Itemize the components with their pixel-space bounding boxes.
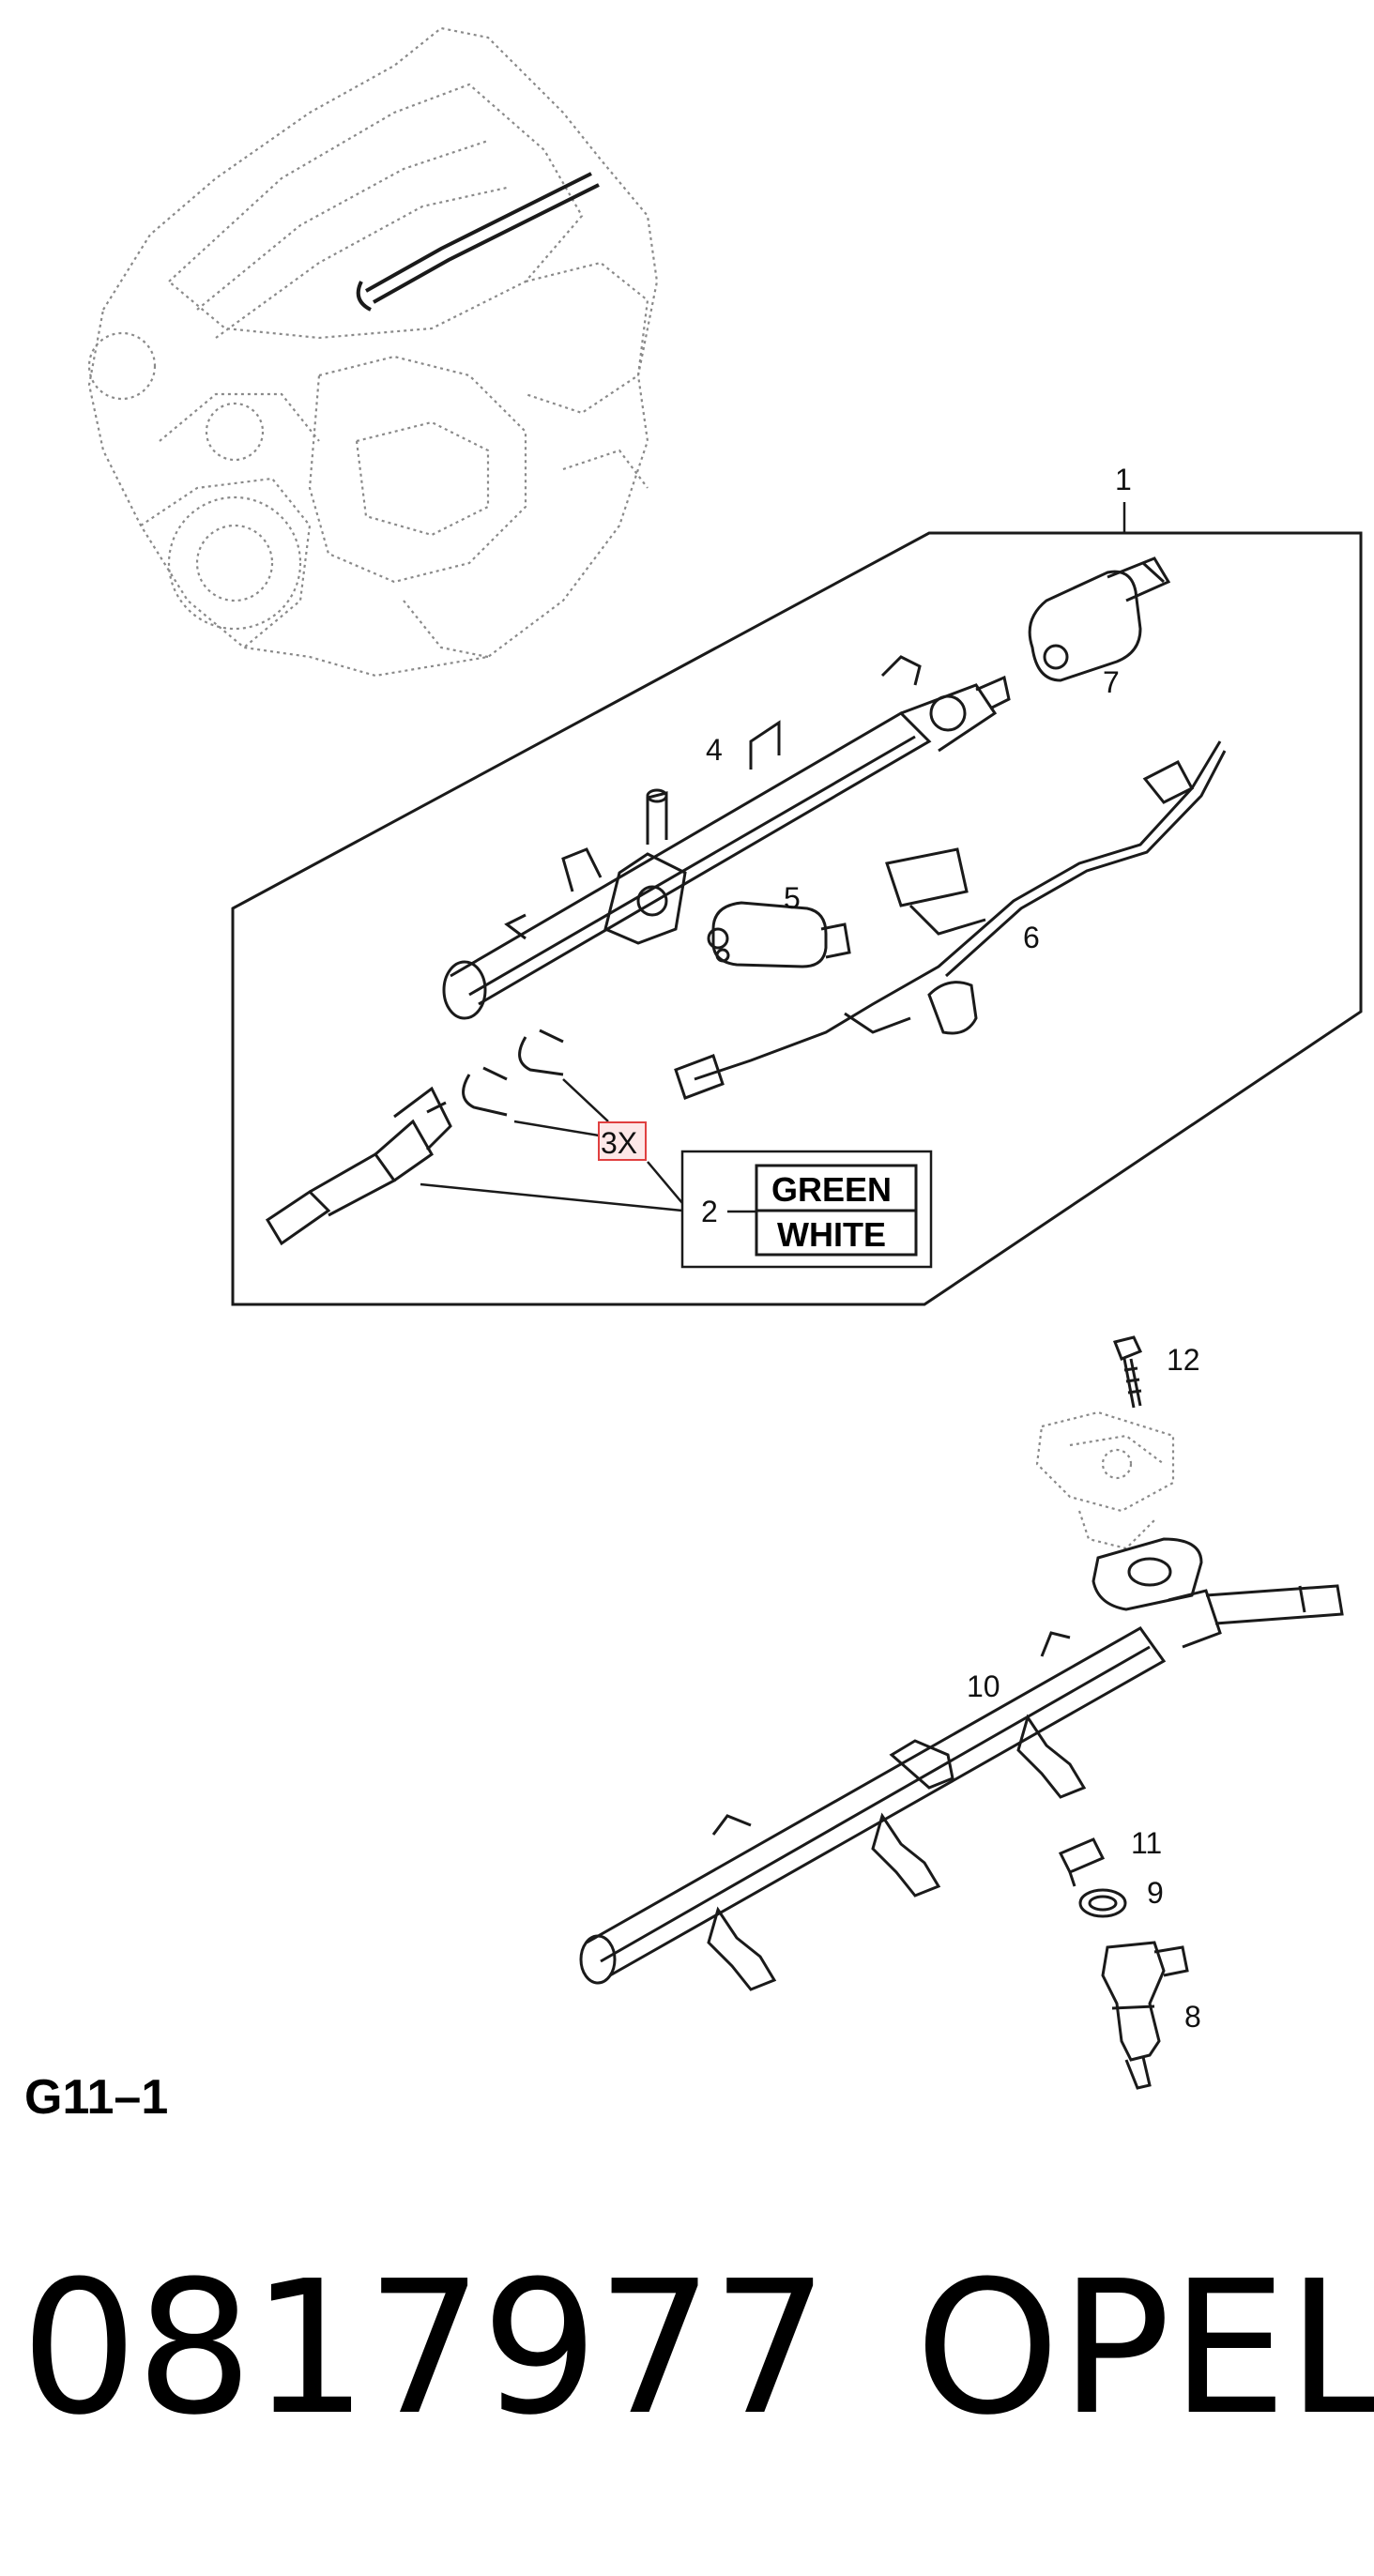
part-4-fuel-rail: 4: [442, 655, 1011, 1020]
part-2-injector: [265, 1086, 452, 1246]
callout-9: 9: [1147, 1876, 1164, 1910]
part-7-sensor: 7: [1028, 556, 1171, 699]
callout-10: 10: [967, 1669, 1000, 1703]
legend-green: GREEN: [771, 1170, 892, 1209]
callout-7: 7: [1103, 665, 1120, 699]
callout-11: 11: [1131, 1826, 1162, 1860]
engine-fuel-rail-highlight: [356, 172, 600, 312]
callout-3x-box: 3X: [598, 1121, 647, 1161]
part-12-bolt: 12: [1112, 1335, 1200, 1409]
color-legend: 2 GREEN WHITE: [680, 1150, 933, 1269]
leader-lines: [420, 1078, 683, 1212]
inset-panel: 1: [231, 463, 1363, 1306]
diagram-reference: G11–1: [24, 2070, 169, 2125]
part-9-o-ring: 9: [1078, 1876, 1164, 1918]
brand-name: OPEL: [915, 2242, 1374, 2456]
callout-2: 2: [701, 1195, 718, 1228]
part-8-injector: 8: [1101, 1941, 1201, 2090]
callout-4: 4: [706, 733, 723, 767]
callout-6: 6: [1023, 921, 1040, 954]
part-10-fuel-rail: 10: [579, 1537, 1344, 1991]
part-11-clip: 11: [1058, 1826, 1162, 1887]
callout-5: 5: [784, 881, 801, 915]
part-6-wiring-harness: 6: [674, 740, 1227, 1100]
callout-1: 1: [1115, 463, 1132, 496]
part-5-valve: 5: [707, 881, 851, 968]
engine-illustration: [87, 26, 659, 678]
part-3-clips: [462, 1029, 564, 1117]
legend-white: WHITE: [777, 1215, 886, 1254]
callout-8: 8: [1184, 2000, 1201, 2034]
callout-3x: 3X: [601, 1126, 637, 1160]
part-number: 0817977: [21, 2242, 829, 2456]
pressure-sensor-dotted: [1035, 1410, 1175, 1550]
callout-12: 12: [1167, 1343, 1200, 1377]
